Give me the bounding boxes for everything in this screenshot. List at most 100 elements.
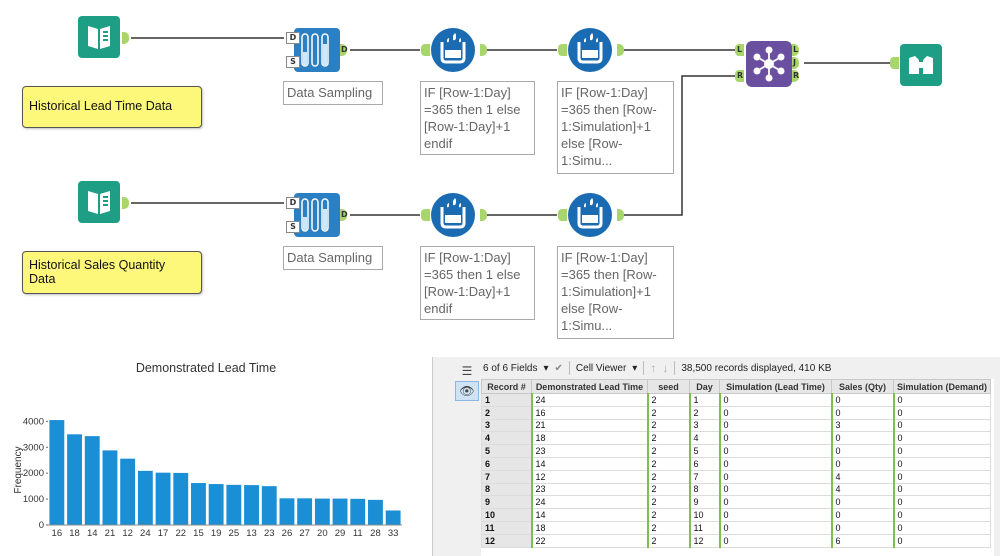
sample-tool-2[interactable]: D S [286,193,340,237]
histogram-bar[interactable] [244,485,259,525]
output-anchor[interactable] [480,209,487,221]
record-number-cell[interactable]: 8 [481,482,532,497]
histogram-bar[interactable] [191,483,206,525]
record-number-cell[interactable]: 3 [481,418,532,433]
chevron-down-icon[interactable]: ▾ [632,362,638,374]
table-cell[interactable]: 0 [892,508,992,522]
table-cell[interactable]: 2 [646,520,690,535]
table-cell[interactable]: 4 [830,469,894,484]
record-number-cell[interactable]: 4 [481,431,532,446]
table-cell[interactable]: 22 [530,533,648,548]
histogram-bar[interactable] [368,499,383,525]
table-cell[interactable]: 0 [718,431,832,446]
table-cell[interactable]: 0 [718,393,832,407]
column-header[interactable]: Day [689,379,720,394]
table-cell[interactable]: 18 [530,520,648,535]
output-anchor[interactable] [617,209,624,221]
record-number-cell[interactable]: 2 [481,405,532,420]
record-number-cell[interactable]: 5 [481,444,532,458]
table-cell[interactable]: 0 [718,520,832,535]
histogram-bar[interactable] [297,498,313,525]
join-j-output-anchor[interactable] [792,57,799,69]
join-tool[interactable] [746,41,792,87]
table-cell[interactable]: 21 [530,418,648,433]
table-cell[interactable]: 0 [892,393,992,407]
histogram-bar[interactable] [226,484,242,525]
table-cell[interactable]: 0 [892,495,992,510]
table-cell[interactable]: 0 [830,405,894,420]
table-cell[interactable]: 4 [688,431,720,446]
table-cell[interactable]: 24 [530,495,648,510]
fields-dropdown[interactable]: 6 of 6 Fields [483,362,538,374]
formula-tool-4[interactable] [568,193,612,237]
table-cell[interactable]: 0 [892,482,992,497]
formula-tool-1[interactable] [431,28,475,72]
table-cell[interactable]: 0 [718,405,832,420]
table-cell[interactable]: 0 [892,456,992,471]
table-cell[interactable]: 6 [830,533,894,548]
table-cell[interactable]: 10 [688,508,720,522]
table-cell[interactable]: 2 [646,495,690,510]
histogram-bar[interactable] [208,484,224,525]
histogram-bar[interactable] [173,472,189,525]
table-cell[interactable]: 0 [830,508,894,522]
histogram-bar[interactable] [49,420,65,525]
output-anchor[interactable] [122,32,129,44]
output-anchor[interactable] [340,44,347,56]
histogram-bar[interactable] [350,498,366,525]
table-cell[interactable]: 24 [530,393,648,407]
table-cell[interactable]: 3 [830,418,894,433]
join-left-anchor[interactable] [735,44,744,56]
table-cell[interactable]: 14 [530,508,648,522]
output-anchor[interactable] [340,209,347,221]
table-cell[interactable]: 2 [646,393,690,407]
output-anchor[interactable] [480,44,487,56]
table-cell[interactable]: 0 [718,533,832,548]
join-l-output-anchor[interactable] [792,44,799,56]
column-header[interactable]: Record # [481,379,532,394]
table-cell[interactable]: 23 [530,444,648,458]
table-cell[interactable]: 2 [646,456,690,471]
table-cell[interactable]: 0 [892,444,992,458]
table-cell[interactable]: 1 [688,393,720,407]
histogram-bar[interactable] [67,434,82,525]
input-data-tool-1[interactable] [78,16,120,58]
table-cell[interactable]: 0 [892,533,992,548]
histogram-bar[interactable] [137,470,153,525]
table-cell[interactable]: 2 [646,469,690,484]
table-cell[interactable]: 0 [830,393,894,407]
table-cell[interactable]: 14 [530,456,648,471]
histogram-bar[interactable] [102,450,118,525]
column-header[interactable]: Sales (Qty) [831,379,894,394]
table-cell[interactable]: 0 [718,418,832,433]
comment-note-lead-time[interactable]: Historical Lead Time Data [22,86,202,128]
histogram-bar[interactable] [385,510,401,525]
table-cell[interactable]: 4 [830,482,894,497]
input-anchor[interactable] [421,209,430,221]
input-anchor[interactable] [421,44,430,56]
table-cell[interactable]: 0 [892,431,992,446]
column-header[interactable]: Simulation (Lead Time) [719,379,832,394]
table-cell[interactable]: 0 [830,495,894,510]
browse-binoculars-icon[interactable]: 👁 [455,381,479,401]
cell-viewer-dropdown[interactable]: Cell Viewer [575,362,627,374]
output-anchor[interactable] [617,44,624,56]
record-number-cell[interactable]: 6 [481,456,532,471]
table-cell[interactable]: 2 [646,418,690,433]
table-cell[interactable]: 0 [830,520,894,535]
table-cell[interactable]: 2 [688,405,720,420]
column-header[interactable]: Simulation (Demand) [892,379,992,394]
table-cell[interactable]: 2 [646,405,690,420]
table-cell[interactable]: 0 [718,482,832,497]
